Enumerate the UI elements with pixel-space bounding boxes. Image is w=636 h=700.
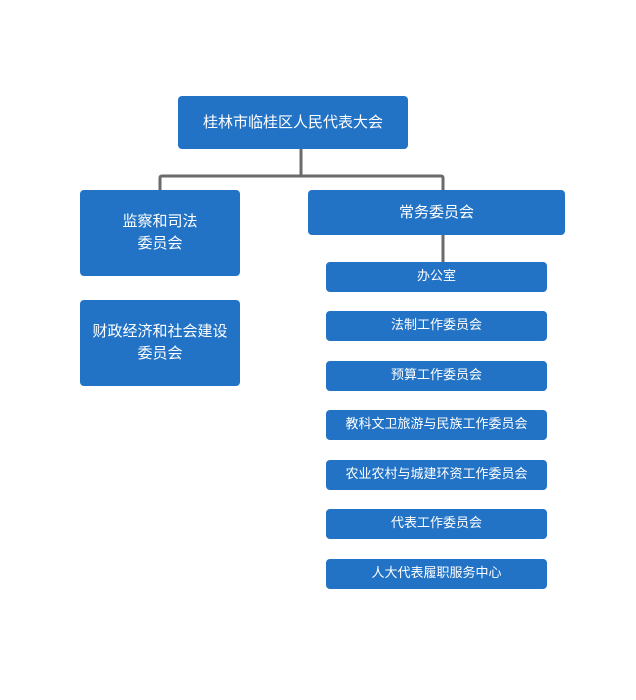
node-subunit-label: 法制工作委员会 [390,317,482,333]
node-subunit-education-culture: 教科文卫旅游与民族工作委员会 [326,410,547,440]
node-standing-label: 常务委员会 [398,202,474,221]
node-finance-economic-committee: 财政经济和社会建设 委员会 [80,300,240,386]
node-subunit-label: 办公室 [416,268,456,284]
node-supervision-judicial-committee: 监察和司法 委员会 [80,190,240,276]
node-root-label: 桂林市临桂区人民代表大会 [202,112,383,131]
node-subunit-label: 教科文卫旅游与民族工作委员会 [345,416,528,432]
node-subunit-label: 预算工作委员会 [390,367,482,383]
node-subunit-office: 办公室 [326,262,547,292]
node-label-line1: 财政经济和社会建设 [92,322,228,341]
node-subunit-legal-affairs: 法制工作委员会 [326,311,547,341]
node-subunit-label: 代表工作委员会 [390,515,482,531]
node-label-line2: 委员会 [137,344,183,362]
node-subunit-agriculture-urban: 农业农村与城建环资工作委员会 [326,460,547,490]
node-subunit-label: 人大代表履职服务中心 [371,565,502,581]
node-subunit-label: 农业农村与城建环资工作委员会 [345,466,528,482]
node-label-line1: 监察和司法 [122,212,198,231]
connector-root-to-branches [158,148,445,190]
node-standing-committee: 常务委员会 [308,190,565,235]
node-subunit-deputy-affairs: 代表工作委员会 [326,509,547,539]
node-label-line2: 委员会 [137,234,183,252]
node-root: 桂林市临桂区人民代表大会 [178,96,408,149]
node-subunit-service-center: 人大代表履职服务中心 [326,559,547,589]
node-subunit-budget: 预算工作委员会 [326,361,547,391]
